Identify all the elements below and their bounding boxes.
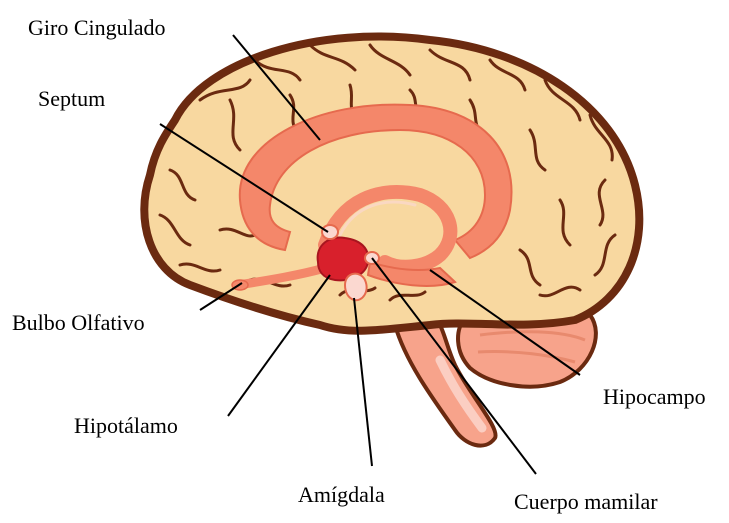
label-hipotalamo: Hipotálamo xyxy=(74,415,178,437)
label-cuerpo-mamilar: Cuerpo mamilar xyxy=(514,491,658,513)
label-amigdala: Amígdala xyxy=(298,484,385,506)
label-hipocampo: Hipocampo xyxy=(603,386,706,408)
label-giro-cingulado: Giro Cingulado xyxy=(28,17,166,39)
cerebral-cortex xyxy=(144,37,639,331)
label-septum: Septum xyxy=(38,88,105,110)
label-bulbo-olfativo: Bulbo Olfativo xyxy=(12,312,145,334)
hipotalamo-shape xyxy=(318,237,369,280)
septum-shape xyxy=(322,225,338,239)
amigdala-shape xyxy=(345,274,367,301)
